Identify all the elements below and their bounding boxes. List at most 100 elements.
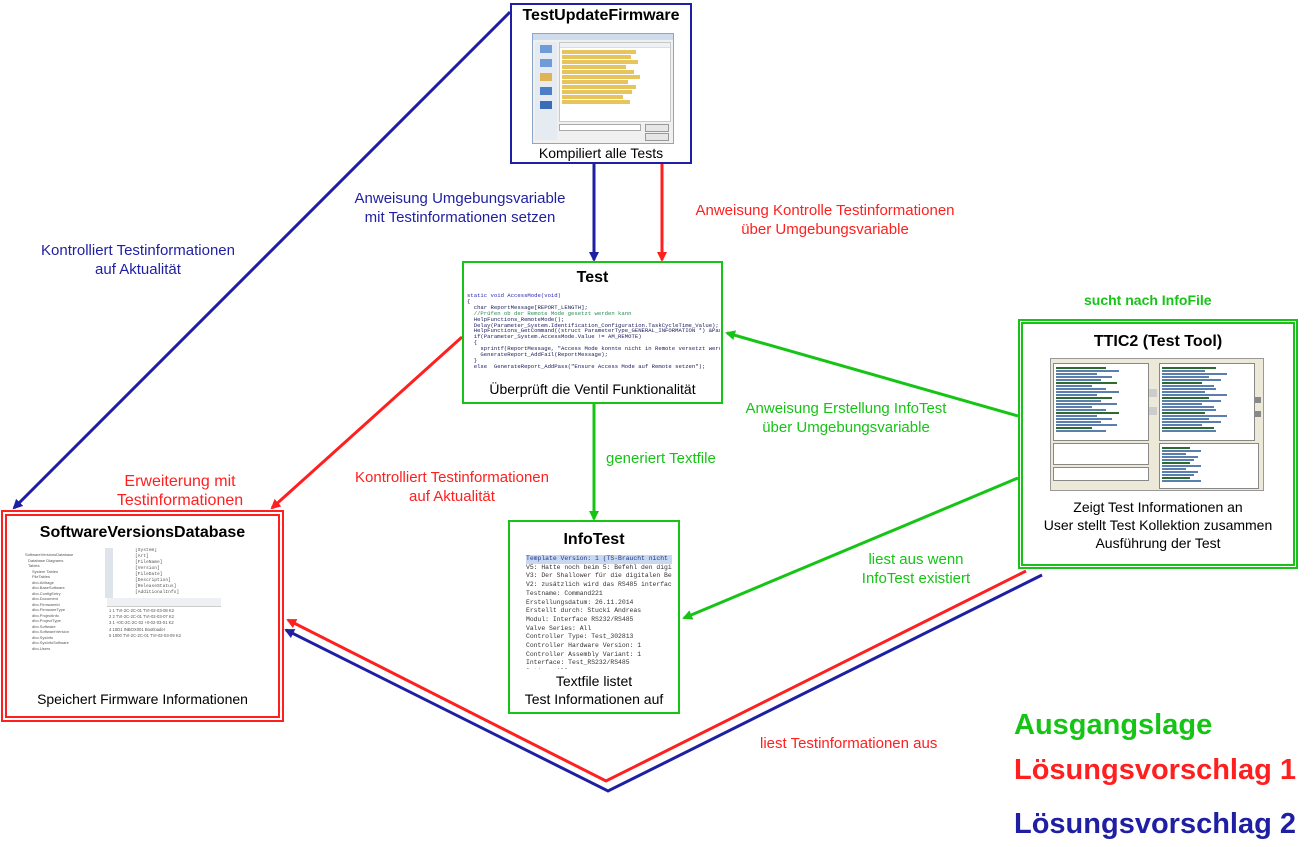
infotest-box: InfoTest Template Version: 1 (TS-Braucht… (508, 520, 680, 714)
label-control-red-line2: auf Aktualität (409, 488, 495, 505)
ttic-list-line (1162, 367, 1216, 369)
ttic-list-line (1162, 400, 1222, 402)
infotest-line: Controller Hardware Version: 1 (526, 642, 642, 650)
infotest-line: Erstellt durch: Stucki Andreas (526, 607, 642, 615)
db-column: [AdditionalInfo] (135, 590, 180, 595)
db-row: 1 1 TVI-2C-2C-01 TVI-02-03-08 K2 (109, 608, 175, 613)
ttic-list-line (1056, 430, 1106, 432)
ttic-list-line (1162, 447, 1191, 449)
ttic-list-line (1162, 376, 1209, 378)
db-tree-item: dbo.ConfigEntry (32, 590, 61, 596)
test-caption: Überprüft die Ventil Funktionalität (489, 381, 696, 397)
test-update-firmware-title: TestUpdateFirmware (522, 7, 680, 24)
label-extend-red: Erweiterung mit Testinformationen (90, 472, 270, 510)
ttic-list-line (1056, 406, 1092, 408)
db-row: 5 1000 TVI-2C-2C-01 TVI-02-03-09 K2 (109, 632, 182, 638)
ttic-list-line (1056, 379, 1101, 381)
db-tree-item: SoftwareVersionsDatabase (25, 552, 74, 557)
db-row: 4 10D1 INBOX001 Bootloader (109, 626, 166, 632)
ttic-list-line (1162, 427, 1215, 429)
ttic-list-line (1162, 465, 1202, 467)
db-tree-item: System Tables (32, 568, 58, 574)
code-line: sprintf(ReportMessage, "Access Mode konn… (467, 345, 720, 353)
arrow-test-to-db-red (270, 335, 464, 510)
ttic2-caption-3: Ausführung der Test (1095, 535, 1221, 551)
infotest-line: Controller Type: Test_302813 (526, 633, 634, 641)
label-set-env-blue-line1: Anweisung Umgebungsvariable (354, 190, 566, 207)
db-column: [Description] (135, 578, 171, 583)
ttic-list-line (1056, 367, 1106, 369)
db-tree-item: dbo.BaseSoftware (32, 585, 65, 590)
ttic-list-line (1162, 415, 1227, 417)
infotest-line: Erstellungsdatum: 26.11.2014 (526, 598, 634, 606)
label-set-env-blue-line2: mit Testinformationen setzen (364, 209, 556, 226)
db-tree-item: dbo.Users (32, 645, 51, 651)
ttic-list-line (1056, 376, 1112, 378)
db-tree-item: dbo.SysInfo (32, 634, 54, 640)
ttic-list-line (1162, 397, 1209, 399)
infotest-line: Template Version: 1 (TS-Braucht nicht a (526, 555, 672, 564)
label-create-info: Anweisung Erstellung InfoTest über Umgeb… (716, 399, 976, 437)
db-tree-item: dbo.ProjectInfo (32, 612, 59, 618)
ttic-list-line (1162, 459, 1194, 461)
ttic-list-line (1162, 471, 1198, 473)
ttic-list-line (1162, 409, 1216, 411)
ttic-list-line (1162, 373, 1227, 375)
label-reads: liest aus wenn InfoTest existiert (844, 550, 988, 588)
infotest-line: Testname: Command221 (526, 589, 603, 597)
ttic-list-line (1162, 412, 1206, 414)
code-line: } (467, 356, 478, 364)
ttic-list-line (1056, 409, 1106, 411)
db-tree-item: dbo.Firmwareld (32, 601, 60, 607)
ttic2-caption-2: User stellt Test Kollektion zusammen (1043, 517, 1273, 533)
db-row: 3 1 +0C-2C-2C-02 +0-02-03-01 K2 (109, 620, 174, 626)
code-line: //Prüfen ob der Remote Mode gesetzt werd… (467, 309, 632, 317)
test-update-firmware-box: TestUpdateFirmware (510, 3, 692, 164)
test-code-screenshot: static void AccessMode(void){ char Repor… (467, 293, 720, 375)
ttic-list-line (1162, 430, 1216, 432)
db-column: [FileName] (135, 560, 163, 565)
ttic-list-line (1162, 418, 1209, 420)
db-row: 2 2 TVI-2C-2C-01 TVI-02-03-07 K2 (109, 614, 175, 620)
infotest-line: Controller Assembly Variant: 1 (526, 650, 642, 658)
ttic-list-line (1162, 462, 1191, 464)
ttic-list-line (1162, 388, 1216, 390)
db-tree-item: Database Diagrams (28, 557, 64, 563)
infotest-line: Modul: Interface RS232/RS485 (526, 615, 634, 623)
ttic2-title: TTIC2 (Test Tool) (1093, 333, 1223, 350)
ttic-list-line (1056, 415, 1097, 417)
ttic-list-line (1056, 400, 1101, 402)
label-set-env-blue: Anweisung Umgebungsvariable mit Testinfo… (325, 189, 595, 227)
test-box: Test static void AccessMode(void){ char … (462, 261, 723, 404)
label-control-blue-line2: auf Aktualität (95, 261, 181, 278)
ttic-list-line (1162, 456, 1198, 458)
ttic-list-line (1162, 382, 1202, 384)
db-column: [Art] (135, 554, 149, 559)
infotest-line: Valve Series: All (526, 624, 592, 632)
label-control-blue: Kontrolliert Testinformationen auf Aktua… (16, 241, 260, 279)
ttic-list-line (1162, 370, 1206, 372)
label-create-info-line2: über Umgebungsvariable (762, 419, 930, 436)
ttic-list-line (1162, 480, 1202, 482)
infotest-caption-2: Test Informationen auf (524, 691, 664, 707)
label-control-red: Kontrolliert Testinformationen auf Aktua… (326, 468, 578, 506)
db-column: [Version] (135, 566, 160, 571)
software-db-title: SoftwareVersionsDatabase (39, 524, 246, 541)
arrow-tuf-to-db-blue (12, 10, 512, 510)
ttic-list-line (1056, 388, 1106, 390)
db-tree-item: dbo.Document (32, 596, 59, 601)
ttic-list-line (1056, 370, 1119, 372)
ttic2-box: TTIC2 (Test Tool) Zeigt Test Information… (1018, 319, 1298, 569)
db-column: [ReleaseStatus] (135, 584, 177, 589)
code-line: { (467, 339, 478, 347)
ttic-list-line (1162, 468, 1187, 470)
ttic-list-line (1162, 477, 1191, 479)
ttic-list-line (1162, 424, 1202, 426)
legend-baseline: Ausgangslage (1014, 709, 1213, 741)
ttic-list-line (1056, 382, 1118, 384)
code-line: HelpFunctions_GetCommand((struct Paramet… (467, 327, 720, 335)
ttic-list-line (1056, 403, 1118, 405)
code-line: if(Parameter_System.AccessMode.Value != … (467, 333, 642, 341)
label-control-blue-line1: Kontrolliert Testinformationen (41, 242, 235, 259)
